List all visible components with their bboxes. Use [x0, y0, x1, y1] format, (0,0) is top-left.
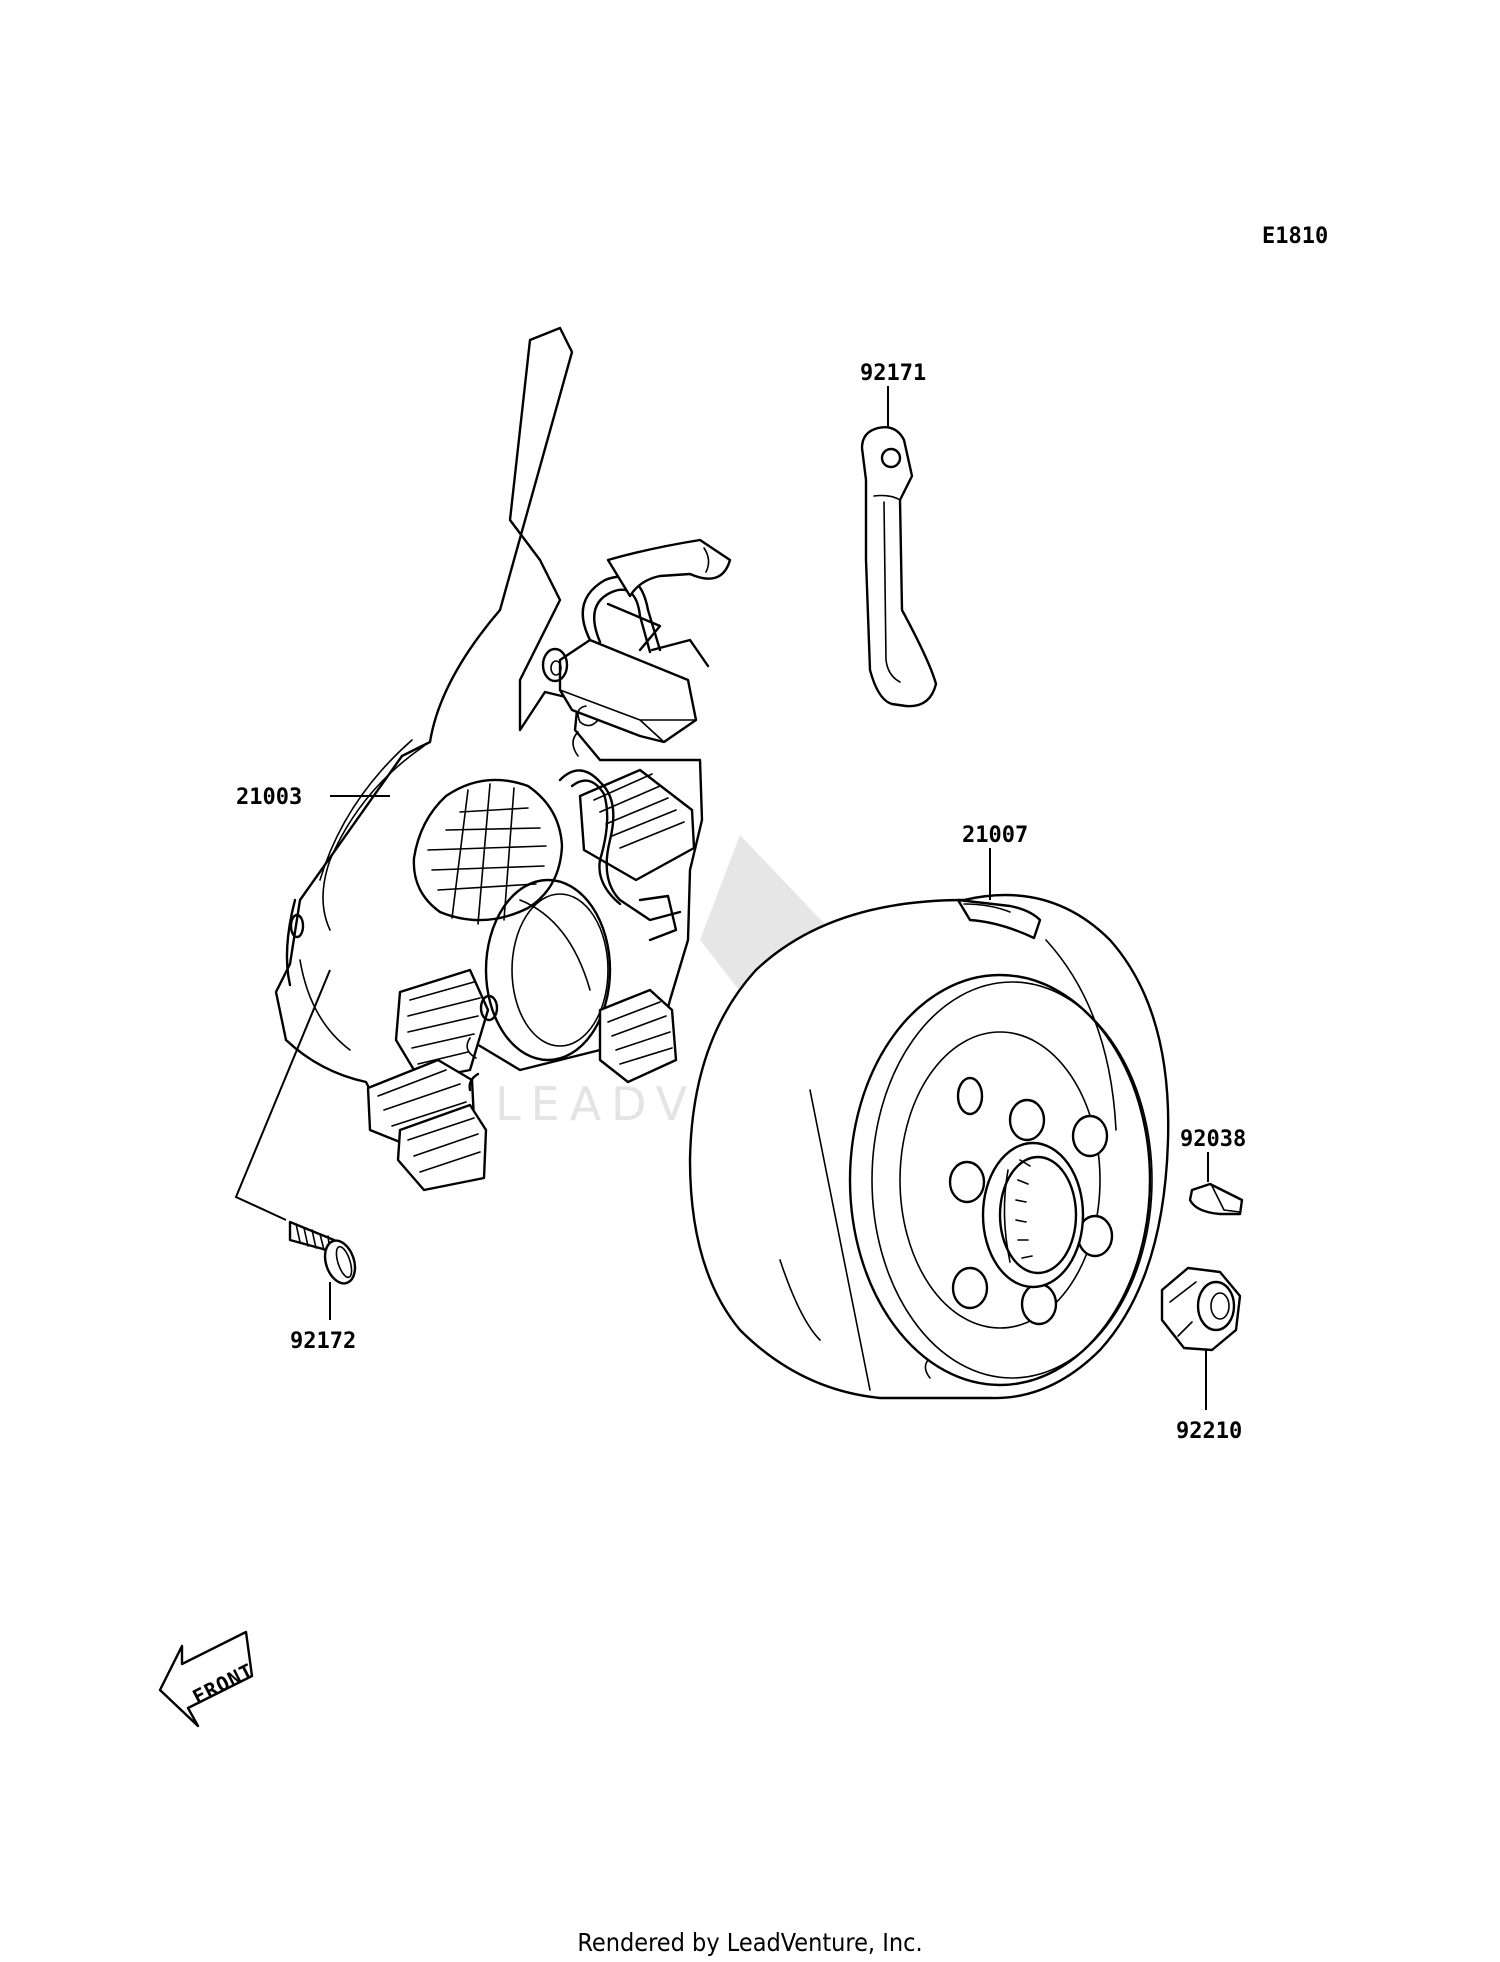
footer-credit: Rendered by LeadVenture, Inc. [577, 1928, 923, 1957]
part-92038-drawing [1188, 1182, 1244, 1216]
part-label-92210: 92210 [1176, 1419, 1242, 1444]
part-92210-drawing [1160, 1266, 1242, 1352]
leader-92172-pointer [234, 969, 331, 1221]
part-label-92171: 92171 [860, 361, 926, 386]
part-label-21007: 21007 [962, 823, 1028, 848]
part-label-92038: 92038 [1180, 1127, 1246, 1152]
part-92171-drawing [860, 426, 938, 708]
part-21003-drawing [274, 326, 732, 1192]
part-92172-drawing [288, 1220, 357, 1285]
part-21007-drawing [688, 893, 1170, 1400]
part-label-21003: 21003 [236, 785, 302, 810]
diagram-code: E1810 [1262, 224, 1328, 249]
part-label-92172: 92172 [290, 1329, 356, 1354]
front-arrow: FRONT [158, 1630, 258, 1728]
